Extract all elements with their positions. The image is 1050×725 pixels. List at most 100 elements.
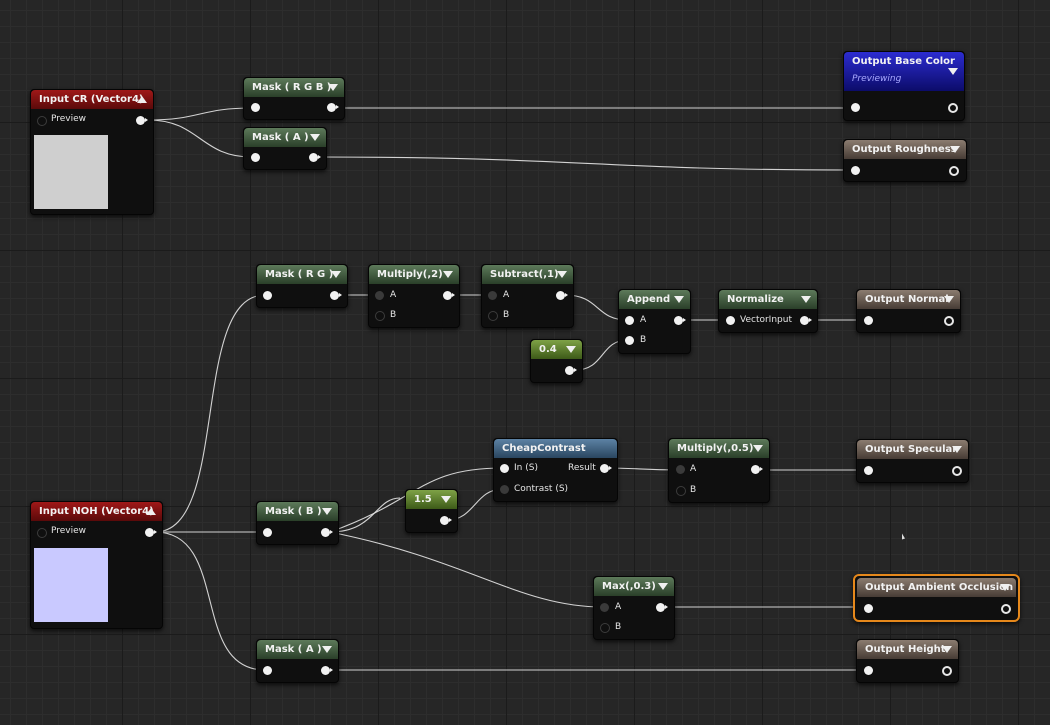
multiply-05-header[interactable]: Multiply(,0.5): [669, 439, 769, 458]
append-b-pin[interactable]: [625, 336, 634, 345]
input-cr-preview-input-pin[interactable]: [37, 116, 47, 126]
output-normal-output-pin[interactable]: [944, 316, 954, 326]
output-specular-output-pin[interactable]: [952, 466, 962, 476]
multiply-05-output-pin[interactable]: [751, 465, 763, 474]
normalize-output-pin[interactable]: [800, 316, 812, 325]
cheap-contrast-node[interactable]: CheapContrast In (S) Contrast (S) Result: [493, 438, 618, 502]
input-noh-node[interactable]: Input NOH (Vector4) Preview: [30, 501, 163, 629]
mask-a-bottom-output-pin[interactable]: [321, 666, 333, 675]
input-noh-header[interactable]: Input NOH (Vector4): [31, 502, 162, 521]
subtract-1-output-pin[interactable]: [556, 291, 568, 300]
const-04-header[interactable]: 0.4: [531, 340, 582, 359]
input-cr-header[interactable]: Input CR (Vector4): [31, 90, 153, 109]
normalize-input-pin[interactable]: [726, 316, 735, 325]
mask-rgb-node[interactable]: Mask ( R G B ): [243, 77, 345, 120]
mask-rg-node[interactable]: Mask ( R G ): [256, 264, 348, 308]
input-cr-output-pin[interactable]: [136, 116, 148, 125]
mask-rgb-output-pin[interactable]: [327, 103, 339, 112]
mask-a-top-output-pin[interactable]: [309, 153, 321, 162]
const-04-output-pin[interactable]: [565, 366, 577, 375]
output-roughness-node[interactable]: Output Roughness: [843, 139, 967, 182]
append-node[interactable]: Append A B: [618, 289, 691, 354]
collapse-icon[interactable]: [146, 508, 156, 515]
output-base-color-header[interactable]: Output Base Color Previewing: [844, 52, 964, 91]
input-cr-node[interactable]: Input CR (Vector4) Preview: [30, 89, 154, 215]
output-ao-header[interactable]: Output Ambient Occlusion: [857, 578, 1016, 597]
multiply-2-a-pin[interactable]: [375, 291, 384, 300]
mask-rg-input-pin[interactable]: [263, 291, 272, 300]
input-noh-preview-input-pin[interactable]: [37, 528, 47, 538]
mask-b-input-pin[interactable]: [263, 528, 272, 537]
mask-a-bottom-input-pin[interactable]: [263, 666, 272, 675]
normalize-header[interactable]: Normalize: [719, 290, 817, 309]
expand-icon[interactable]: [310, 134, 320, 141]
expand-icon[interactable]: [950, 146, 960, 153]
expand-icon[interactable]: [557, 271, 567, 278]
mask-rgb-header[interactable]: Mask ( R G B ): [244, 78, 344, 97]
mask-a-top-node[interactable]: Mask ( A ): [243, 127, 327, 170]
max-03-b-pin[interactable]: [600, 623, 610, 633]
output-normal-header[interactable]: Output Normal: [857, 290, 960, 309]
output-normal-input-pin[interactable]: [864, 316, 873, 325]
expand-icon[interactable]: [443, 271, 453, 278]
append-output-pin[interactable]: [674, 316, 686, 325]
max-03-a-pin[interactable]: [600, 603, 609, 612]
expand-icon[interactable]: [322, 508, 332, 515]
max-03-output-pin[interactable]: [656, 603, 668, 612]
mask-a-bottom-header[interactable]: Mask ( A ): [257, 640, 338, 659]
subtract-1-a-pin[interactable]: [488, 291, 497, 300]
output-base-color-node[interactable]: Output Base Color Previewing: [843, 51, 965, 121]
output-specular-node[interactable]: Output Specular: [856, 439, 969, 483]
expand-icon[interactable]: [322, 646, 332, 653]
expand-icon[interactable]: [441, 496, 451, 503]
expand-icon[interactable]: [948, 68, 958, 75]
mask-a-top-input-pin[interactable]: [251, 153, 260, 162]
expand-icon[interactable]: [944, 296, 954, 303]
mask-b-header[interactable]: Mask ( B ): [257, 502, 338, 521]
multiply-05-a-pin[interactable]: [676, 465, 685, 474]
max-03-node[interactable]: Max(,0.3) A B: [593, 576, 675, 640]
output-roughness-header[interactable]: Output Roughness: [844, 140, 966, 159]
multiply-05-node[interactable]: Multiply(,0.5) A B: [668, 438, 770, 503]
cheap-contrast-header[interactable]: CheapContrast: [494, 439, 617, 458]
output-base-color-input-pin[interactable]: [851, 103, 860, 112]
output-height-input-pin[interactable]: [864, 666, 873, 675]
collapse-icon[interactable]: [137, 96, 147, 103]
output-specular-header[interactable]: Output Specular: [857, 440, 968, 459]
const-15-output-pin[interactable]: [440, 516, 452, 525]
output-ao-input-pin[interactable]: [864, 604, 873, 613]
multiply-2-node[interactable]: Multiply(,2) A B: [368, 264, 460, 328]
output-ao-output-pin[interactable]: [1001, 604, 1011, 614]
cheap-contrast-in-pin[interactable]: [500, 464, 509, 473]
output-height-output-pin[interactable]: [942, 666, 952, 676]
max-03-header[interactable]: Max(,0.3): [594, 577, 674, 596]
expand-icon[interactable]: [566, 346, 576, 353]
subtract-1-header[interactable]: Subtract(,1): [482, 265, 573, 284]
mask-a-top-header[interactable]: Mask ( A ): [244, 128, 326, 147]
expand-icon[interactable]: [331, 271, 341, 278]
append-header[interactable]: Append: [619, 290, 690, 309]
mask-rgb-input-pin[interactable]: [251, 103, 260, 112]
mask-a-bottom-node[interactable]: Mask ( A ): [256, 639, 339, 683]
expand-icon[interactable]: [942, 646, 952, 653]
multiply-2-b-pin[interactable]: [375, 311, 385, 321]
append-a-pin[interactable]: [625, 316, 634, 325]
multiply-2-header[interactable]: Multiply(,2): [369, 265, 459, 284]
subtract-1-node[interactable]: Subtract(,1) A B: [481, 264, 574, 328]
mask-rg-output-pin[interactable]: [330, 291, 342, 300]
cheap-contrast-result-pin[interactable]: [600, 464, 612, 473]
mask-b-node[interactable]: Mask ( B ): [256, 501, 339, 545]
subtract-1-b-pin[interactable]: [488, 311, 498, 321]
expand-icon[interactable]: [658, 583, 668, 590]
cheap-contrast-contrast-pin[interactable]: [500, 485, 509, 494]
expand-icon[interactable]: [1000, 584, 1010, 591]
const-04-node[interactable]: 0.4: [530, 339, 583, 383]
output-normal-node[interactable]: Output Normal: [856, 289, 961, 333]
mask-rg-header[interactable]: Mask ( R G ): [257, 265, 347, 284]
output-height-node[interactable]: Output Height: [856, 639, 959, 683]
expand-icon[interactable]: [801, 296, 811, 303]
mask-b-output-pin[interactable]: [321, 528, 333, 537]
expand-icon[interactable]: [952, 446, 962, 453]
expand-icon[interactable]: [753, 445, 763, 452]
output-roughness-input-pin[interactable]: [851, 166, 860, 175]
